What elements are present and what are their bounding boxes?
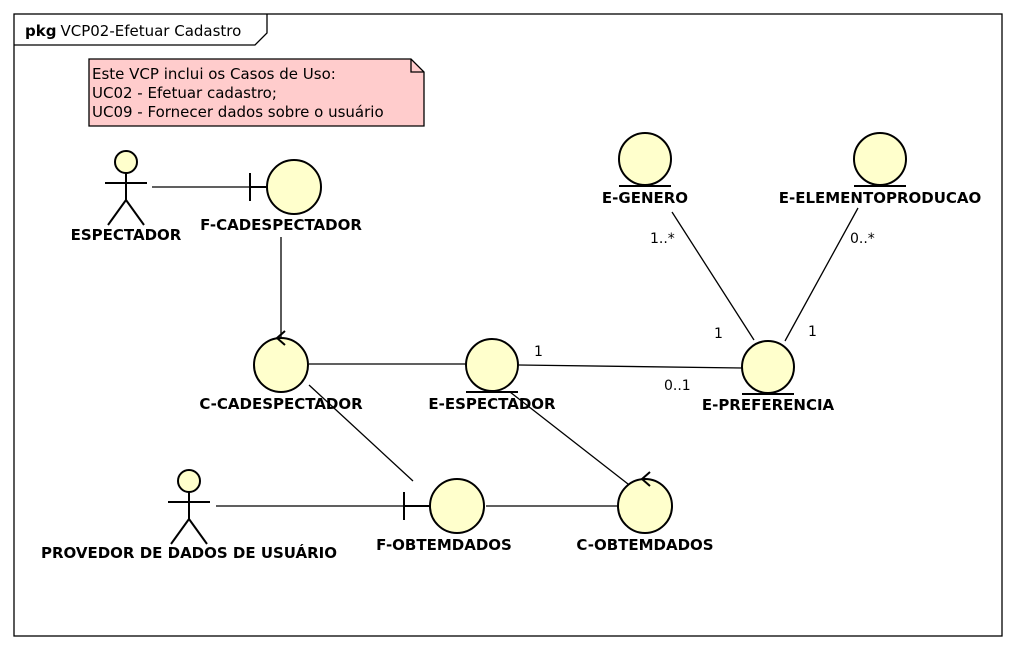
- e-preferencia-label: E-PREFERENCIA: [702, 396, 835, 414]
- control-circle: [253, 337, 309, 393]
- boundary-circle: [429, 478, 485, 534]
- link-ccadespectador-fobtemdados: [308, 384, 414, 482]
- actor-right-leg: [125, 199, 145, 226]
- mult-elementoproducao-end: 0..*: [850, 231, 875, 247]
- note-line-2: UC02 - Efetuar cadastro;: [92, 84, 277, 102]
- entity-e-preferencia[interactable]: E-PREFERENCIA: [702, 340, 835, 414]
- link-eelemento-epreferencia: [784, 207, 859, 342]
- e-genero-label: E-GENERO: [602, 189, 688, 207]
- mult-espectador-end: 1: [534, 344, 543, 360]
- control-arrow: [275, 330, 286, 346]
- boundary-circle: [266, 159, 322, 215]
- f-cadespectador-label: F-CADESPECTADOR: [200, 216, 362, 234]
- mult-preferencia-elemento-end: 1: [808, 324, 817, 340]
- package-keyword: pkg: [25, 22, 56, 40]
- note-line-3: UC09 - Fornecer dados sobre o usuário: [92, 103, 384, 121]
- c-obtemdados-label: C-OBTEMDADOS: [576, 536, 713, 554]
- control-c-obtemdados[interactable]: C-OBTEMDADOS: [576, 471, 714, 554]
- actor-espectador-label: ESPECTADOR: [71, 226, 182, 244]
- boundary-f-cadespectador[interactable]: F-CADESPECTADOR: [200, 159, 362, 234]
- control-c-cadespectador[interactable]: C-CADESPECTADOR: [199, 330, 363, 413]
- entity-circle: [465, 338, 519, 392]
- actor-head: [177, 469, 201, 493]
- note-line-1: Este VCP inclui os Casos de Uso:: [92, 65, 336, 83]
- actor-left-leg: [107, 199, 127, 226]
- e-elementoproducao-label: E-ELEMENTOPRODUCAO: [779, 189, 982, 207]
- link-eespectador-cobtemdados: [509, 391, 629, 485]
- note-box: [88, 58, 425, 127]
- actor-provedor[interactable]: PROVEDOR DE DADOS DE USUÁRIO: [41, 469, 337, 562]
- package-name: VCP02-Efetuar Cadastro: [60, 22, 241, 40]
- actor-right-leg: [188, 518, 208, 545]
- actor-provedor-label: PROVEDOR DE DADOS DE USUÁRIO: [41, 543, 337, 562]
- f-obtemdados-label: F-OBTEMDADOS: [376, 536, 512, 554]
- boundary-f-obtemdados[interactable]: F-OBTEMDADOS: [376, 478, 512, 554]
- note-fold: [410, 59, 424, 73]
- control-circle: [617, 478, 673, 534]
- entity-circle: [853, 132, 907, 186]
- entity-e-elementoproducao[interactable]: E-ELEMENTOPRODUCAO: [779, 132, 982, 207]
- mult-genero-end: 1..*: [650, 231, 675, 247]
- e-espectador-label: E-ESPECTADOR: [428, 395, 556, 413]
- actor-left-leg: [170, 518, 190, 545]
- entity-e-espectador[interactable]: E-ESPECTADOR: [428, 338, 556, 413]
- entity-circle: [618, 132, 672, 186]
- connectors: [152, 186, 859, 507]
- control-arrow: [640, 471, 651, 487]
- link-egenero-epreferencia: [671, 211, 755, 341]
- entity-e-genero[interactable]: E-GENERO: [602, 132, 688, 207]
- actor-head: [114, 150, 138, 174]
- package-tab: [14, 14, 268, 46]
- c-cadespectador-label: C-CADESPECTADOR: [199, 395, 363, 413]
- mult-preferencia-end: 0..1: [664, 378, 691, 394]
- mult-preferencia-genero-end: 1: [714, 326, 723, 342]
- link-eespectador-epreferencia: [518, 364, 743, 369]
- actor-espectador[interactable]: ESPECTADOR: [71, 150, 182, 244]
- entity-circle: [741, 340, 795, 394]
